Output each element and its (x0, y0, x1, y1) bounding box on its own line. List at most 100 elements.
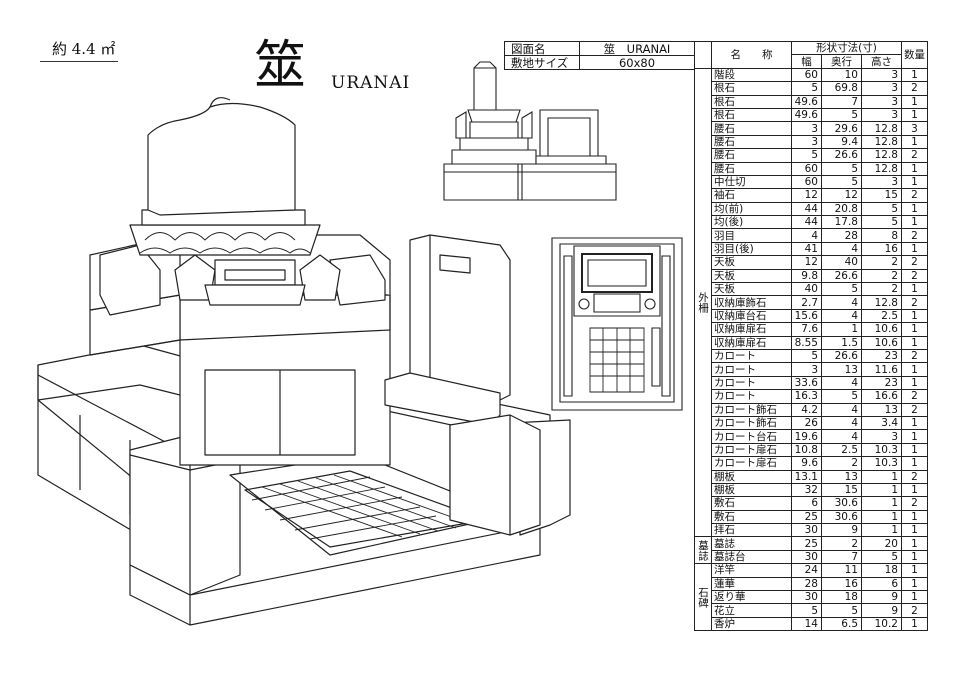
spec-height: 9 (861, 603, 902, 618)
spec-quantity: 1 (901, 282, 928, 297)
spec-width: 7.6 (791, 322, 822, 337)
spec-depth: 12 (821, 188, 862, 203)
spec-part-name: 腰石 (711, 161, 792, 176)
spec-width: 40 (791, 282, 822, 297)
spec-quantity: 1 (901, 335, 928, 350)
spec-width: 44 (791, 215, 822, 230)
spec-quantity: 2 (901, 496, 928, 511)
spec-height: 12.8 (861, 121, 902, 136)
spec-part-name: 拝石 (711, 523, 792, 538)
spec-width: 16.3 (791, 389, 822, 404)
spec-part-name: カロート扉石 (711, 456, 792, 471)
spec-height: 10.3 (861, 442, 902, 458)
spec-part-name: 階段 (711, 67, 792, 83)
spec-part-name: カロート (711, 389, 792, 404)
spec-width: 32 (791, 482, 822, 498)
drawing-name-label: 図面名 (504, 41, 580, 56)
spec-height: 5 (861, 215, 902, 230)
spec-width: 3 (791, 362, 822, 377)
spec-depth: 2.5 (821, 442, 862, 458)
spec-header-depth: 奥行 (821, 54, 862, 69)
spec-part-name: カロート扉石 (711, 442, 792, 458)
spec-part-name: 均(後) (711, 215, 792, 230)
spec-part-name: カロート飾石 (711, 402, 792, 417)
spec-depth: 5 (821, 282, 862, 297)
spec-width: 25 (791, 536, 822, 551)
spec-height: 2 (861, 268, 902, 284)
spec-part-name: カロート (711, 375, 792, 391)
drawing-name-value: 筮 URANAI (579, 41, 695, 56)
spec-quantity: 1 (901, 134, 928, 150)
spec-width: 12 (791, 188, 822, 203)
spec-height: 12.8 (861, 148, 902, 163)
spec-quantity: 1 (901, 308, 928, 324)
spec-width: 49.6 (791, 94, 822, 109)
spec-depth: 26.6 (821, 148, 862, 163)
spec-depth: 7 (821, 549, 862, 565)
perspective-drawing (37, 97, 571, 626)
spec-depth: 13 (821, 469, 862, 484)
spec-depth: 2 (821, 536, 862, 551)
spec-height: 23 (861, 375, 902, 391)
spec-part-name: 返り華 (711, 590, 792, 605)
spec-height: 6 (861, 576, 902, 592)
spec-quantity: 2 (901, 188, 928, 203)
spec-width: 5 (791, 148, 822, 163)
spec-height: 13 (861, 402, 902, 417)
spec-depth: 26.6 (821, 268, 862, 284)
spec-height: 2 (861, 255, 902, 270)
spec-part-name: 根石 (711, 107, 792, 123)
spec-width: 8.55 (791, 335, 822, 350)
spec-height: 1 (861, 469, 902, 484)
spec-part-name: 腰石 (711, 148, 792, 163)
spec-part-name: 天板 (711, 268, 792, 284)
spec-header-category (694, 41, 712, 69)
spec-width: 14 (791, 616, 822, 632)
spec-width: 12 (791, 255, 822, 270)
spec-width: 3 (791, 134, 822, 150)
spec-category: 外柵 (694, 67, 712, 538)
spec-quantity: 1 (901, 375, 928, 391)
spec-depth: 18 (821, 590, 862, 605)
spec-quantity: 1 (901, 174, 928, 190)
spec-quantity: 1 (901, 429, 928, 444)
spec-part-name: 腰石 (711, 134, 792, 150)
spec-height: 23 (861, 348, 902, 364)
spec-quantity: 2 (901, 295, 928, 310)
spec-depth: 4 (821, 415, 862, 431)
spec-height: 12.8 (861, 295, 902, 310)
spec-height: 12.8 (861, 134, 902, 150)
spec-width: 4 (791, 228, 822, 243)
spec-height: 11.6 (861, 362, 902, 377)
lot-size-value: 60x80 (579, 55, 695, 70)
spec-category: 墓誌 (694, 536, 712, 565)
spec-height: 3 (861, 107, 902, 123)
spec-part-name: 棚板 (711, 482, 792, 498)
spec-quantity: 1 (901, 161, 928, 176)
spec-height: 3 (861, 429, 902, 444)
spec-height: 1 (861, 496, 902, 511)
spec-height: 10.2 (861, 616, 902, 632)
spec-quantity: 1 (901, 415, 928, 431)
spec-header-height: 高さ (861, 54, 902, 69)
spec-part-name: 洋竿 (711, 563, 792, 578)
spec-width: 6 (791, 496, 822, 511)
spec-quantity: 1 (901, 456, 928, 471)
area-underline (40, 61, 118, 62)
spec-height: 16.6 (861, 389, 902, 404)
spec-part-name: 根石 (711, 94, 792, 109)
spec-height: 10.6 (861, 322, 902, 337)
